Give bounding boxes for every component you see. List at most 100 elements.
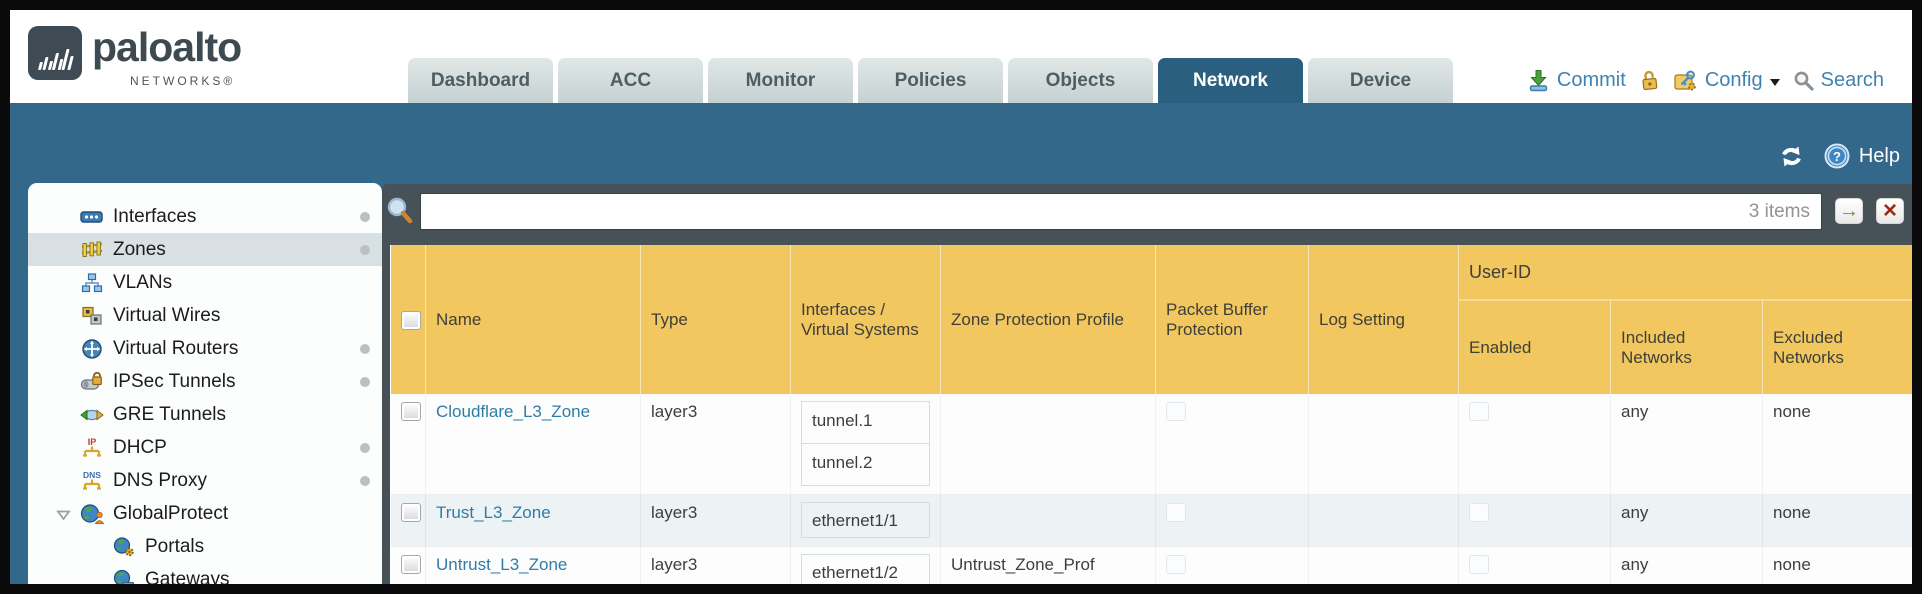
tab-objects[interactable]: Objects: [1008, 58, 1153, 103]
help-icon[interactable]: ?: [1824, 143, 1850, 169]
included-networks-cell: any: [1610, 546, 1763, 584]
column-header-excluded-networks[interactable]: Excluded Networks: [1762, 300, 1912, 394]
column-header-enabled[interactable]: Enabled: [1458, 300, 1611, 394]
config-icon: [1673, 69, 1698, 92]
select-all-checkbox[interactable]: [401, 310, 421, 330]
sidebar-item-label: Zones: [113, 238, 166, 260]
search-button[interactable]: Search: [1820, 69, 1884, 91]
sidebar-item-virtual-wires[interactable]: Virtual Wires: [28, 299, 382, 332]
log-setting-cell: [1308, 394, 1459, 495]
column-header-included-networks[interactable]: Included Networks: [1610, 300, 1763, 394]
packet-buffer-protection-cell: [1155, 494, 1309, 547]
row-checkbox[interactable]: [400, 503, 421, 522]
column-header-name[interactable]: Name: [425, 245, 641, 394]
sidebar-item-label: DNS Proxy: [113, 469, 207, 491]
packet-buffer-protection-checkbox: [1166, 402, 1186, 421]
sidebar-item-gateways[interactable]: Gateways: [28, 563, 382, 584]
tab-monitor[interactable]: Monitor: [708, 58, 853, 103]
interfaces-cell: ethernet1/2: [790, 546, 941, 584]
sidebar-item-dns-proxy[interactable]: DNS DNS Proxy: [28, 464, 382, 497]
ipsec-tunnels-icon: [80, 371, 106, 393]
zone-name-cell: Untrust_L3_Zone: [425, 546, 641, 584]
gateways-icon: [112, 569, 138, 584]
status-dot: [360, 211, 370, 222]
paloalto-logo: paloalto NETWORKS®: [22, 16, 322, 100]
sidebar-item-virtual-routers[interactable]: Virtual Routers: [28, 332, 382, 365]
column-header-interfaces-virtual-systems[interactable]: Interfaces / Virtual Systems: [790, 245, 941, 394]
svg-text:IP: IP: [88, 437, 97, 447]
filter-input[interactable]: [420, 193, 1822, 230]
column-header-log-setting[interactable]: Log Setting: [1308, 245, 1459, 394]
row-checkbox[interactable]: [400, 555, 421, 574]
expander-down-icon[interactable]: [56, 506, 72, 522]
zone-name-link[interactable]: Cloudflare_L3_Zone: [436, 402, 591, 421]
tab-network[interactable]: Network: [1158, 58, 1303, 103]
sidebar-item-label: Interfaces: [113, 205, 197, 227]
apply-arrow-icon: →: [1839, 200, 1859, 222]
sidebar-item-label: GlobalProtect: [113, 502, 229, 524]
svg-text:?: ?: [1833, 149, 1841, 164]
filter-input-wrap: 3 items: [420, 193, 1822, 230]
sidebar-item-dhcp[interactable]: IP DHCP: [28, 431, 382, 464]
user-id-enabled-checkbox: [1469, 402, 1489, 421]
log-setting-cell: [1308, 494, 1459, 547]
user-id-enabled-cell: [1458, 546, 1611, 584]
sidebar-item-vlans[interactable]: VLANs: [28, 266, 382, 299]
column-group-user-id: User-ID: [1458, 245, 1912, 301]
clear-filter-button[interactable]: ×: [1876, 198, 1904, 224]
virtual-wires-icon: [80, 305, 106, 327]
sidebar-item-gre-tunnels[interactable]: GRE Tunnels: [28, 398, 382, 431]
gre-tunnels-icon: [80, 404, 106, 426]
sidebar-item-ipsec-tunnels[interactable]: IPSec Tunnels: [28, 365, 382, 398]
interface-entry: ethernet1/2: [801, 554, 930, 584]
sidebar-item-interfaces[interactable]: Interfaces: [28, 200, 382, 233]
sidebar-item-label: VLANs: [113, 271, 173, 293]
user-id-enabled-checkbox: [1469, 503, 1489, 522]
clear-x-icon: ×: [1882, 197, 1897, 224]
lock-icon: [1639, 69, 1660, 92]
zone-type-cell: layer3: [640, 394, 791, 495]
sidebar-item-globalprotect[interactable]: GlobalProtect: [28, 497, 382, 530]
tab-policies[interactable]: Policies: [858, 58, 1003, 103]
sidebar-item-label: Virtual Routers: [113, 337, 239, 359]
tab-acc[interactable]: ACC: [558, 58, 703, 103]
search-icon: [1793, 70, 1814, 91]
dhcp-icon: IP: [80, 437, 106, 459]
zone-type-cell: layer3: [640, 494, 791, 547]
sidebar-item-zones[interactable]: Zones: [28, 233, 382, 266]
paloalto-logo-icon: [28, 26, 82, 80]
packet-buffer-protection-checkbox: [1166, 555, 1186, 574]
apply-filter-button[interactable]: →: [1835, 198, 1863, 224]
column-header-packet-buffer-protection[interactable]: Packet Buffer Protection: [1155, 245, 1309, 394]
header-utilities: Commit Config: [1527, 58, 1884, 103]
zone-name-link[interactable]: Untrust_L3_Zone: [436, 555, 568, 574]
included-networks-cell: any: [1610, 494, 1763, 547]
column-header-zone-protection-profile[interactable]: Zone Protection Profile: [940, 245, 1156, 394]
svg-text:DNS: DNS: [83, 470, 101, 480]
row-checkbox[interactable]: [400, 402, 421, 421]
help-label[interactable]: Help: [1858, 144, 1900, 167]
brand-subtitle: NETWORKS®: [130, 74, 236, 88]
commit-button[interactable]: Commit: [1556, 69, 1626, 91]
row-select-cell: [391, 394, 426, 495]
refresh-icon[interactable]: [1778, 144, 1805, 169]
zone-name-cell: Trust_L3_Zone: [425, 494, 641, 547]
globalprotect-icon: [80, 503, 106, 525]
zone-protection-profile-cell: [940, 494, 1156, 547]
virtual-routers-icon: [80, 338, 106, 360]
sidebar-item-portals[interactable]: Portals: [28, 530, 382, 563]
tab-dashboard[interactable]: Dashboard: [408, 58, 553, 103]
column-header-type[interactable]: Type: [640, 245, 791, 394]
config-button[interactable]: Config: [1704, 69, 1763, 91]
zone-name-link[interactable]: Trust_L3_Zone: [436, 503, 551, 522]
tab-device[interactable]: Device: [1308, 58, 1453, 103]
config-caret-icon[interactable]: [1769, 79, 1780, 86]
sidebar-item-label: DHCP: [113, 436, 167, 458]
